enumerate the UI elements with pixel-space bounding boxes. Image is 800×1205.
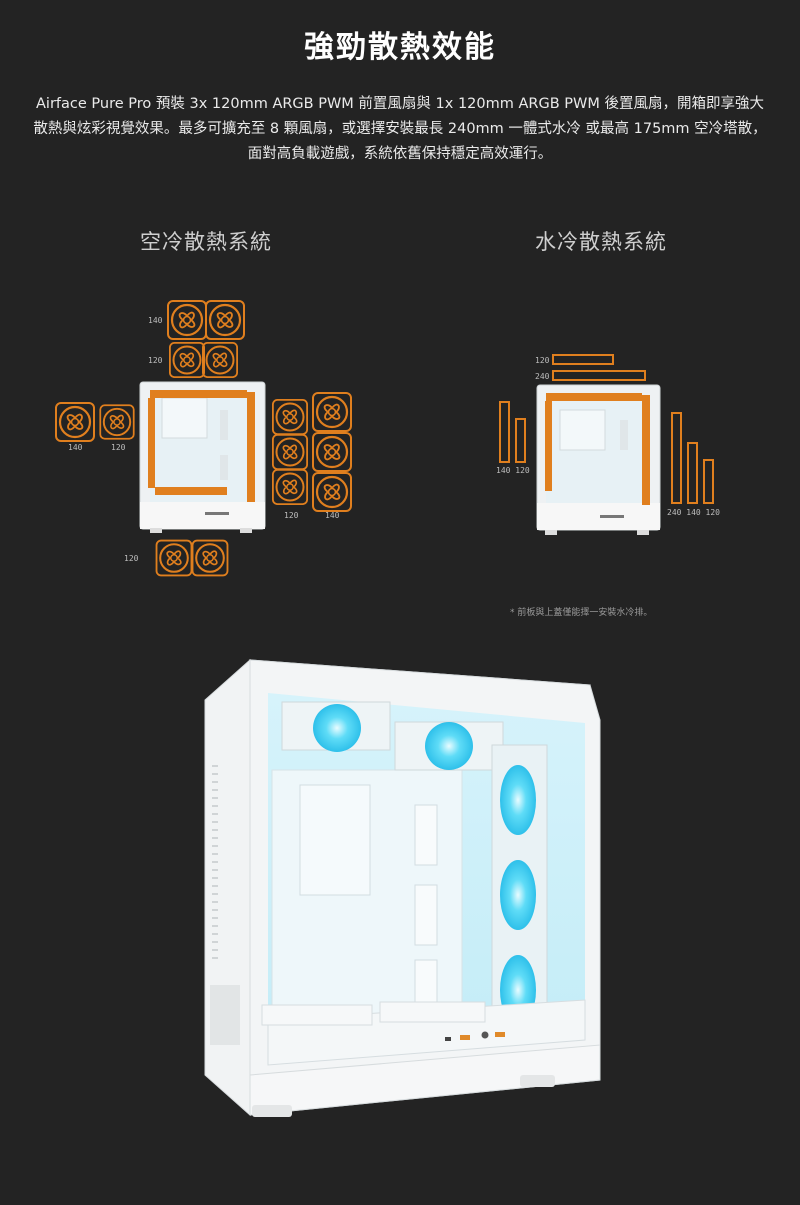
label-front-140: 140 <box>325 511 340 520</box>
label-water-top-120: 120 <box>535 356 550 365</box>
label-rear-120: 120 <box>111 443 126 452</box>
pc-case-image <box>204 658 601 1117</box>
label-rear-140: 140 <box>68 443 83 452</box>
front-fans-140 <box>311 391 353 513</box>
radiator-top <box>552 354 646 381</box>
top-fans-120 <box>168 341 239 379</box>
water-cooling-note: * 前板與上蓋僅能擇一安裝水冷排。 <box>510 608 653 618</box>
label-water-front: 240 140 120 <box>667 508 720 517</box>
label-front-120: 120 <box>284 511 299 520</box>
page-description: Airface Pure Pro 預裝 3x 120mm ARGB PWM 前置… <box>33 96 767 162</box>
label-top-120: 120 <box>148 356 163 365</box>
water-case-outline <box>536 384 661 535</box>
air-cooling-title: 空冷散熱系統 <box>140 230 272 254</box>
rear-fans <box>54 401 135 443</box>
radiator-front <box>671 412 714 504</box>
label-bottom-120: 120 <box>124 554 139 563</box>
water-cooling-title: 水冷散熱系統 <box>535 230 667 254</box>
air-case-outline <box>139 381 266 533</box>
top-fans-140 <box>166 299 246 341</box>
air-cooling-diagram <box>54 299 714 577</box>
label-water-rear: 140 120 <box>496 466 530 475</box>
bottom-fans <box>155 539 229 577</box>
label-water-top-240: 240 <box>535 372 550 381</box>
front-fans-120 <box>271 398 309 506</box>
radiator-rear <box>499 401 526 463</box>
label-top-140: 140 <box>148 316 163 325</box>
page-title: 強勁散熱效能 <box>304 30 496 65</box>
